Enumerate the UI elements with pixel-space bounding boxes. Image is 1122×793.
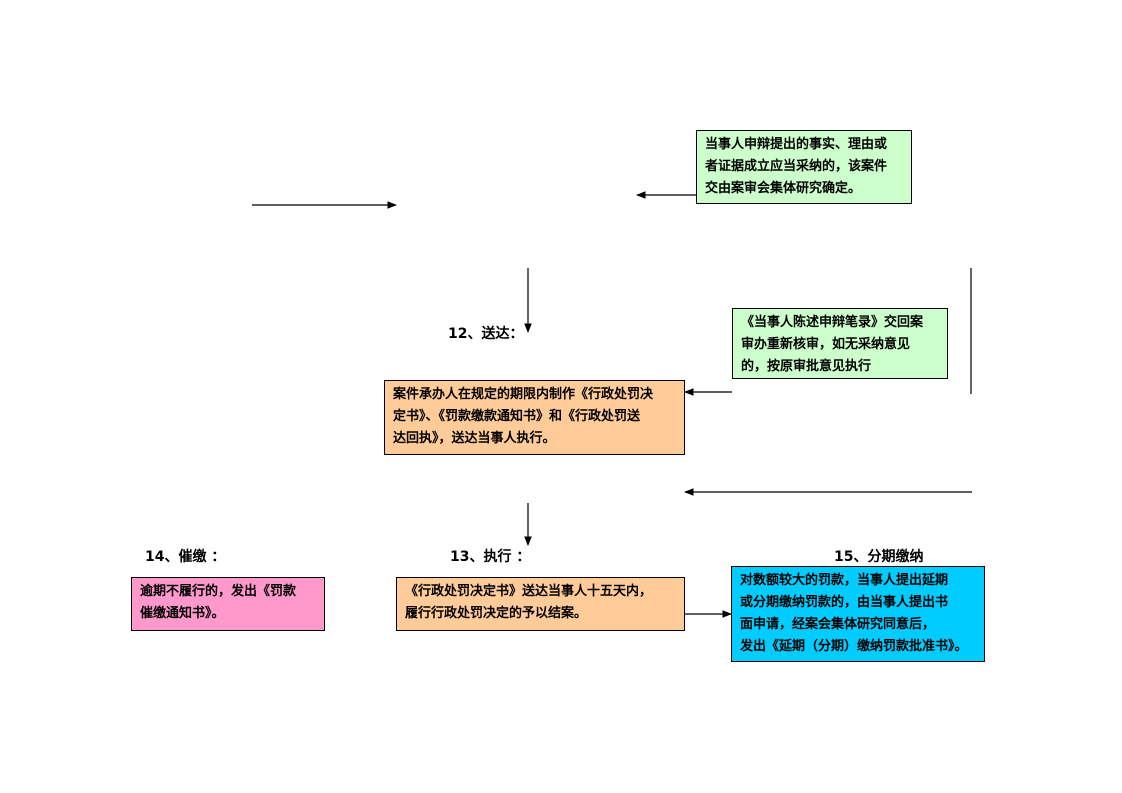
step13-label: 13、执行 ： [450,549,531,565]
execution-box: 《行政处罚决定书》送达当事人十五天内， 履行行政处罚决定的予以结案。 [396,577,685,631]
step15-label: 15、分期缴纳 [834,549,924,565]
step14-label: 14、催缴 ： [145,549,226,565]
defense-accepted-box: 当事人申辩提出的事实、理由或 者证据成立应当采纳的，该案件 交由案审会集体研究确… [696,130,912,204]
installment-box: 对数额较大的罚款，当事人提出延期 或分期缴纳罚款的，由当事人提出书 面申请，经案… [731,566,985,662]
defense-record-box: 《当事人陈述申辩笔录》交回案 审办重新核审，如无采纳意见 的，按原审批意见执行 [732,308,948,379]
overdue-box: 逾期不履行的，发出《罚款 催缴通知书》。 [131,577,325,631]
step12-label: 12、送达： [448,326,524,342]
delivery-box: 案件承办人在规定的期限内制作《行政处罚决 定书》、《罚款缴款通知书》和《行政处罚… [384,380,685,455]
